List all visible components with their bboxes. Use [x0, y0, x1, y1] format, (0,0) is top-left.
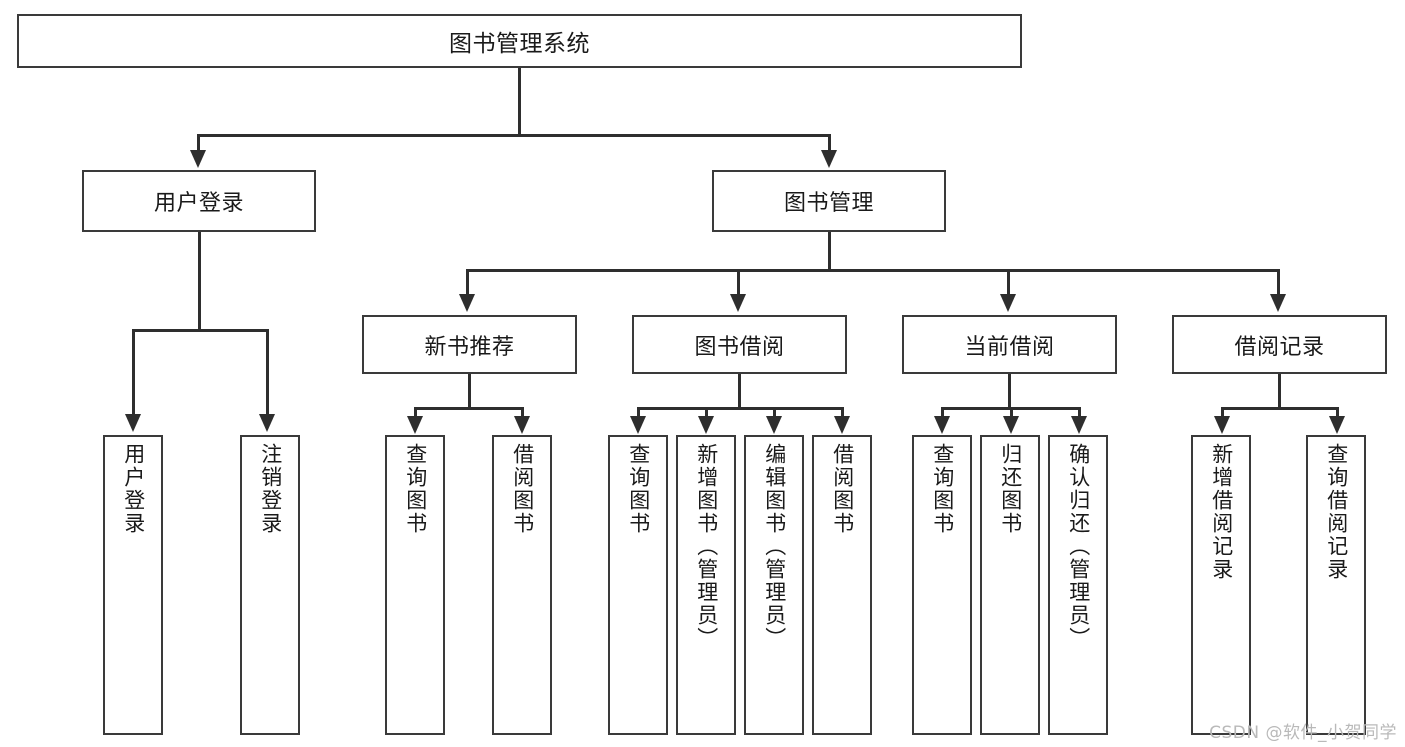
node-label: 新增借阅记录	[1209, 443, 1234, 581]
node-label: 注销登录	[258, 443, 283, 535]
node-leaf-query-book-3[interactable]: 查询图书	[912, 435, 972, 735]
connector-to-new-book-recommend	[466, 269, 469, 299]
arrowhead-user-login	[190, 150, 206, 168]
arrowhead-leaf-return-book	[1003, 416, 1019, 434]
arrowhead-current-borrow	[1000, 294, 1016, 312]
node-leaf-edit-book-admin[interactable]: 编辑图书（管理员）	[744, 435, 804, 735]
node-label: 查询图书	[403, 443, 428, 535]
connector-borrow-record-stem	[1278, 374, 1281, 410]
node-leaf-add-book-admin[interactable]: 新增图书（管理员）	[676, 435, 736, 735]
node-label: 图书管理系统	[449, 31, 590, 57]
node-label: 归还图书	[998, 443, 1023, 535]
arrowhead-leaf-add-book-admin	[698, 416, 714, 434]
node-label: 新增图书（管理员）	[694, 443, 719, 650]
connector-root-bus	[197, 134, 831, 137]
node-label: 用户登录	[121, 443, 146, 535]
node-label: 图书管理	[783, 191, 874, 216]
arrowhead-borrow-record	[1270, 294, 1286, 312]
connector-user-login-bus	[132, 329, 268, 332]
node-leaf-user-login[interactable]: 用户登录	[103, 435, 163, 735]
connector-borrow-record-bus	[1221, 407, 1339, 410]
connector-bb-3	[773, 407, 776, 421]
arrowhead-leaf-query-book-1	[407, 416, 423, 434]
connector-bb-4	[841, 407, 844, 421]
connector-user-login-right	[266, 329, 269, 419]
csdn-watermark: CSDN @软件_小贺同学	[1209, 723, 1397, 743]
node-label: 当前借阅	[964, 334, 1055, 360]
connector-book-management-stem	[828, 232, 831, 272]
node-new-book-recommend[interactable]: 新书推荐	[362, 315, 577, 374]
node-leaf-add-borrow-record[interactable]: 新增借阅记录	[1191, 435, 1251, 735]
node-leaf-borrow-book-2[interactable]: 借阅图书	[812, 435, 872, 735]
connector-cb-2	[1010, 407, 1013, 421]
arrowhead-leaf-confirm-return-admin	[1071, 416, 1087, 434]
arrowhead-leaf-query-book-3	[934, 416, 950, 434]
node-book-management[interactable]: 图书管理	[712, 170, 946, 232]
connector-br-1	[1221, 407, 1224, 421]
node-book-management-system[interactable]: 图书管理系统	[17, 14, 1022, 68]
arrowhead-leaf-user-login	[125, 414, 141, 432]
arrowhead-leaf-edit-book-admin	[766, 416, 782, 434]
arrowhead-book-borrow	[730, 294, 746, 312]
connector-root-to-book-management	[828, 134, 831, 156]
connector-book-borrow-stem	[738, 374, 741, 410]
node-label: 借阅图书	[830, 443, 855, 535]
connector-user-login-left	[132, 329, 135, 419]
connector-to-book-borrow	[737, 269, 740, 299]
connector-new-book-recommend-stem	[468, 374, 471, 410]
connector-to-current-borrow	[1007, 269, 1010, 299]
node-label: 新书推荐	[424, 334, 515, 360]
connector-root-stem	[518, 68, 521, 136]
node-label: 查询借阅记录	[1324, 443, 1349, 581]
arrowhead-leaf-logout-login	[259, 414, 275, 432]
connector-new-book-recommend-bus	[414, 407, 524, 410]
node-leaf-query-borrow-record[interactable]: 查询借阅记录	[1306, 435, 1366, 735]
arrowhead-leaf-query-book-2	[630, 416, 646, 434]
node-label: 编辑图书（管理员）	[762, 443, 787, 650]
arrowhead-leaf-add-borrow-record	[1214, 416, 1230, 434]
arrowhead-new-book-recommend	[459, 294, 475, 312]
connector-cb-1	[941, 407, 944, 421]
node-label: 借阅图书	[510, 443, 535, 535]
connector-root-to-user-login	[197, 134, 200, 156]
node-leaf-query-book-2[interactable]: 查询图书	[608, 435, 668, 735]
node-leaf-borrow-book-1[interactable]: 借阅图书	[492, 435, 552, 735]
node-leaf-logout-login[interactable]: 注销登录	[240, 435, 300, 735]
arrowhead-leaf-query-borrow-record	[1329, 416, 1345, 434]
node-user-login[interactable]: 用户登录	[82, 170, 316, 232]
node-current-borrow[interactable]: 当前借阅	[902, 315, 1117, 374]
node-leaf-confirm-return-admin[interactable]: 确认归还（管理员）	[1048, 435, 1108, 735]
connector-to-borrow-record	[1277, 269, 1280, 299]
connector-cb-3	[1078, 407, 1081, 421]
node-label: 用户登录	[153, 191, 244, 216]
arrowhead-book-management	[821, 150, 837, 168]
node-label: 查询图书	[626, 443, 651, 535]
connector-book-borrow-bus	[637, 407, 844, 410]
connector-nbr-left	[414, 407, 417, 421]
connector-bb-2	[705, 407, 708, 421]
node-leaf-query-book-1[interactable]: 查询图书	[385, 435, 445, 735]
connector-br-2	[1336, 407, 1339, 421]
node-label: 借阅记录	[1234, 334, 1325, 360]
node-leaf-return-book[interactable]: 归还图书	[980, 435, 1040, 735]
connector-user-login-stem	[198, 232, 201, 331]
node-label: 确认归还（管理员）	[1066, 443, 1091, 650]
node-borrow-record[interactable]: 借阅记录	[1172, 315, 1387, 374]
connector-current-borrow-stem	[1008, 374, 1011, 410]
connector-book-management-bus	[466, 269, 1280, 272]
node-label: 查询图书	[930, 443, 955, 535]
node-label: 图书借阅	[694, 334, 785, 360]
arrowhead-leaf-borrow-book-1	[514, 416, 530, 434]
connector-nbr-right	[521, 407, 524, 421]
connector-bb-1	[637, 407, 640, 421]
node-book-borrow[interactable]: 图书借阅	[632, 315, 847, 374]
arrowhead-leaf-borrow-book-2	[834, 416, 850, 434]
